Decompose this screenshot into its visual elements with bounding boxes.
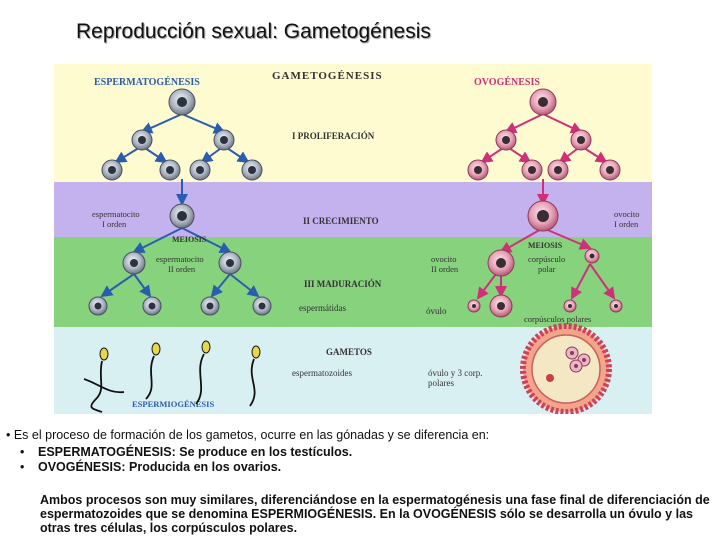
female-proliferation-cell	[547, 159, 569, 181]
stage-gametes-label: GAMETOS	[326, 347, 372, 357]
polar-body-cell	[609, 299, 623, 313]
stage-maturation-label: III MADURACIÓN	[304, 279, 382, 289]
ovum-with-polar-bodies-illustration	[520, 323, 612, 414]
female-proliferation-cell	[599, 159, 621, 181]
female-proliferation-cell	[521, 159, 543, 181]
bullet-spermatogenesis: ESPERMATOGÉNESIS: Se produce en los test…	[18, 445, 712, 460]
oogonium-cell	[529, 88, 557, 116]
primary-spermatocyte-cell	[169, 203, 195, 229]
male-proliferation-cell	[241, 159, 263, 181]
spermatozoa-illustration	[83, 340, 261, 413]
polar-body-sub-label: polar	[538, 264, 556, 274]
spermatocyte1-label: espermatocito	[92, 209, 140, 219]
spermatogonium-cell	[168, 88, 196, 116]
spermatids-label: espermátidas	[299, 303, 346, 313]
oocyte2-order-label: II orden	[431, 264, 459, 274]
bullet-section: • Es el proceso de formación de los game…	[6, 428, 712, 475]
male-proliferation-cell	[213, 129, 235, 151]
polar-bodies-label: corpúsculos polares	[524, 314, 591, 324]
ovum-cell	[489, 294, 513, 318]
male-proliferation-cell	[159, 159, 181, 181]
page-title: Reproducción sexual: Gametogénesis	[76, 20, 431, 43]
bullet-oogenesis: OVOGÉNESIS: Producida en los ovarios.	[18, 460, 712, 475]
spermatid-cell	[88, 296, 108, 316]
spermiogenesis-label: ESPERMIOGÉNESIS	[132, 399, 214, 409]
female-proliferation-cell	[570, 129, 592, 151]
spermatid-cell	[252, 296, 272, 316]
polar-body-label: corpúsculo	[528, 254, 565, 264]
polar-body-cell	[467, 299, 481, 313]
male-proliferation-cell	[131, 129, 153, 151]
spermatid-cell	[200, 296, 220, 316]
spermatocyte2-order-label: II orden	[168, 264, 196, 274]
female-proliferation-cell	[495, 129, 517, 151]
spermatozoa-label: espermatozoides	[292, 368, 352, 378]
primary-oocyte-cell	[527, 200, 559, 232]
ovum-polar-sub-label: polares	[428, 378, 454, 388]
oocyte2-label: ovocito	[431, 254, 457, 264]
female-proliferation-cell	[467, 159, 489, 181]
bullet-list: ESPERMATOGÉNESIS: Se produce en los test…	[6, 445, 712, 475]
meiosis-right-label: MEIOSIS	[528, 241, 563, 250]
oocyte1-order-label: I orden	[614, 219, 639, 229]
intro-text: • Es el proceso de formación de los game…	[6, 428, 490, 442]
male-proliferation-cell	[101, 159, 123, 181]
polar-body-cell	[563, 299, 577, 313]
ovum-polar-label: óvulo y 3 corp.	[428, 368, 483, 378]
header-spermatogenesis: ESPERMATOGÉNESIS	[94, 76, 200, 88]
meiosis-left-label: MEIOSIS	[172, 235, 207, 244]
secondary-spermatocyte-cell	[122, 251, 146, 275]
spermatocyte1-order-label: I orden	[102, 219, 127, 229]
stage-proliferation-label: I PROLIFERACIÓN	[292, 131, 375, 141]
band-growth	[54, 182, 652, 237]
header-gametogenesis: GAMETOGÉNESIS	[272, 70, 383, 82]
oocyte1-label: ovocito	[614, 209, 640, 219]
gametogenesis-diagram: ESPERMATOGÉNESIS GAMETOGÉNESIS OVOGÉNESI…	[54, 64, 652, 414]
male-proliferation-cell	[189, 159, 211, 181]
ovum-label: óvulo	[426, 306, 447, 316]
stage-growth-label: II CRECIMIENTO	[303, 216, 379, 226]
spermatid-cell	[142, 296, 162, 316]
first-polar-body-cell	[584, 248, 600, 264]
summary-text: Ambos procesos son muy similares, difere…	[40, 493, 710, 535]
secondary-oocyte-cell	[487, 249, 515, 277]
header-oogenesis: OVOGÉNESIS	[474, 76, 540, 88]
spermatocyte2-label: espermatocito	[156, 254, 204, 264]
secondary-spermatocyte-cell	[218, 251, 242, 275]
